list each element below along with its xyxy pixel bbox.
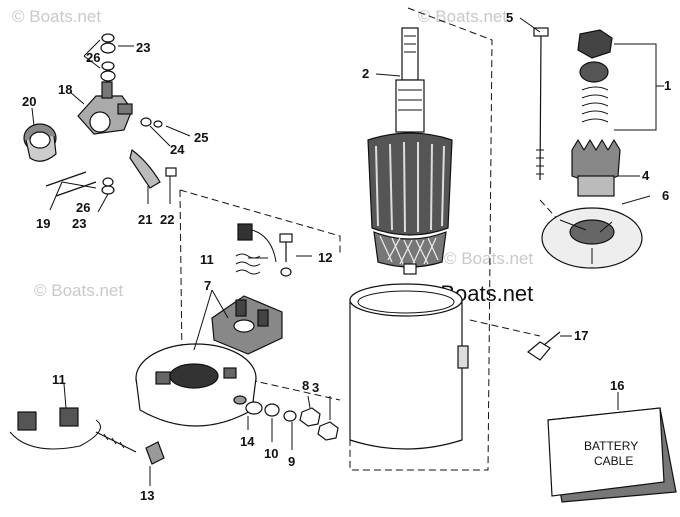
brush-end-cap xyxy=(135,343,257,427)
callout-9: 9 xyxy=(288,454,295,469)
callout-6: 6 xyxy=(662,188,669,203)
armature-shaft xyxy=(395,27,425,133)
callout-23-lower: 23 xyxy=(72,216,86,231)
callout-24: 24 xyxy=(170,142,185,157)
starter-frame xyxy=(349,283,469,450)
solenoid-small-parts xyxy=(45,117,177,197)
solenoid-top-hardware xyxy=(100,33,116,82)
battery-cable-package[interactable]: BATTERY CABLE xyxy=(547,407,677,503)
callout-10: 10 xyxy=(264,446,278,461)
watermark-middle-left: © Boats.net xyxy=(34,281,123,300)
brush-screw xyxy=(279,233,293,277)
end-cap xyxy=(541,207,643,269)
callout-13: 13 xyxy=(140,488,154,503)
callout-18: 18 xyxy=(58,82,72,97)
callout-22: 22 xyxy=(160,212,174,227)
brushes-upper xyxy=(235,223,277,275)
callout-26-lower: 26 xyxy=(76,200,90,215)
bushing-ring xyxy=(23,123,57,162)
callout-26-upper: 26 xyxy=(86,50,100,65)
callout-1: 1 xyxy=(664,78,671,93)
mounting-bolt xyxy=(526,331,561,361)
battery-cable-label-line1: BATTERY xyxy=(584,439,638,453)
callout-23-upper: 23 xyxy=(136,40,150,55)
callout-21: 21 xyxy=(138,212,152,227)
callout-7: 7 xyxy=(204,278,211,293)
callout-8: 8 xyxy=(302,378,309,393)
watermark-top-left: © Boats.net xyxy=(12,7,101,26)
battery-cable-label-line2: CABLE xyxy=(594,454,633,468)
thru-bolt xyxy=(533,27,549,181)
drive-assembly xyxy=(571,29,621,197)
callout-numbers: 1 2 3 4 5 6 7 8 9 10 11 11 12 13 14 16 1… xyxy=(22,10,671,503)
callout-3: 3 xyxy=(312,380,319,395)
armature-core xyxy=(367,132,453,275)
callout-2: 2 xyxy=(362,66,369,81)
assembly-dashed-lines xyxy=(179,7,561,471)
callout-11-upper: 11 xyxy=(200,252,214,267)
callout-17: 17 xyxy=(574,328,588,343)
callout-11-lower: 11 xyxy=(52,372,66,387)
callout-25: 25 xyxy=(194,130,208,145)
callout-12: 12 xyxy=(318,250,332,265)
brush-holder xyxy=(211,295,283,355)
watermark-middle-right: © Boats.net xyxy=(444,249,533,268)
watermark-top-right: © Boats.net xyxy=(418,7,507,26)
terminal-hardware xyxy=(245,401,339,441)
leader-lines xyxy=(31,17,664,486)
callout-16: 16 xyxy=(610,378,624,393)
callout-5: 5 xyxy=(506,10,513,25)
callout-14: 14 xyxy=(240,434,255,449)
callout-4: 4 xyxy=(642,168,650,183)
callout-19: 19 xyxy=(36,216,50,231)
brushes-lower xyxy=(9,407,101,450)
solenoid-assembly xyxy=(77,81,133,135)
callout-20: 20 xyxy=(22,94,36,109)
terminal-bolt xyxy=(95,431,165,465)
